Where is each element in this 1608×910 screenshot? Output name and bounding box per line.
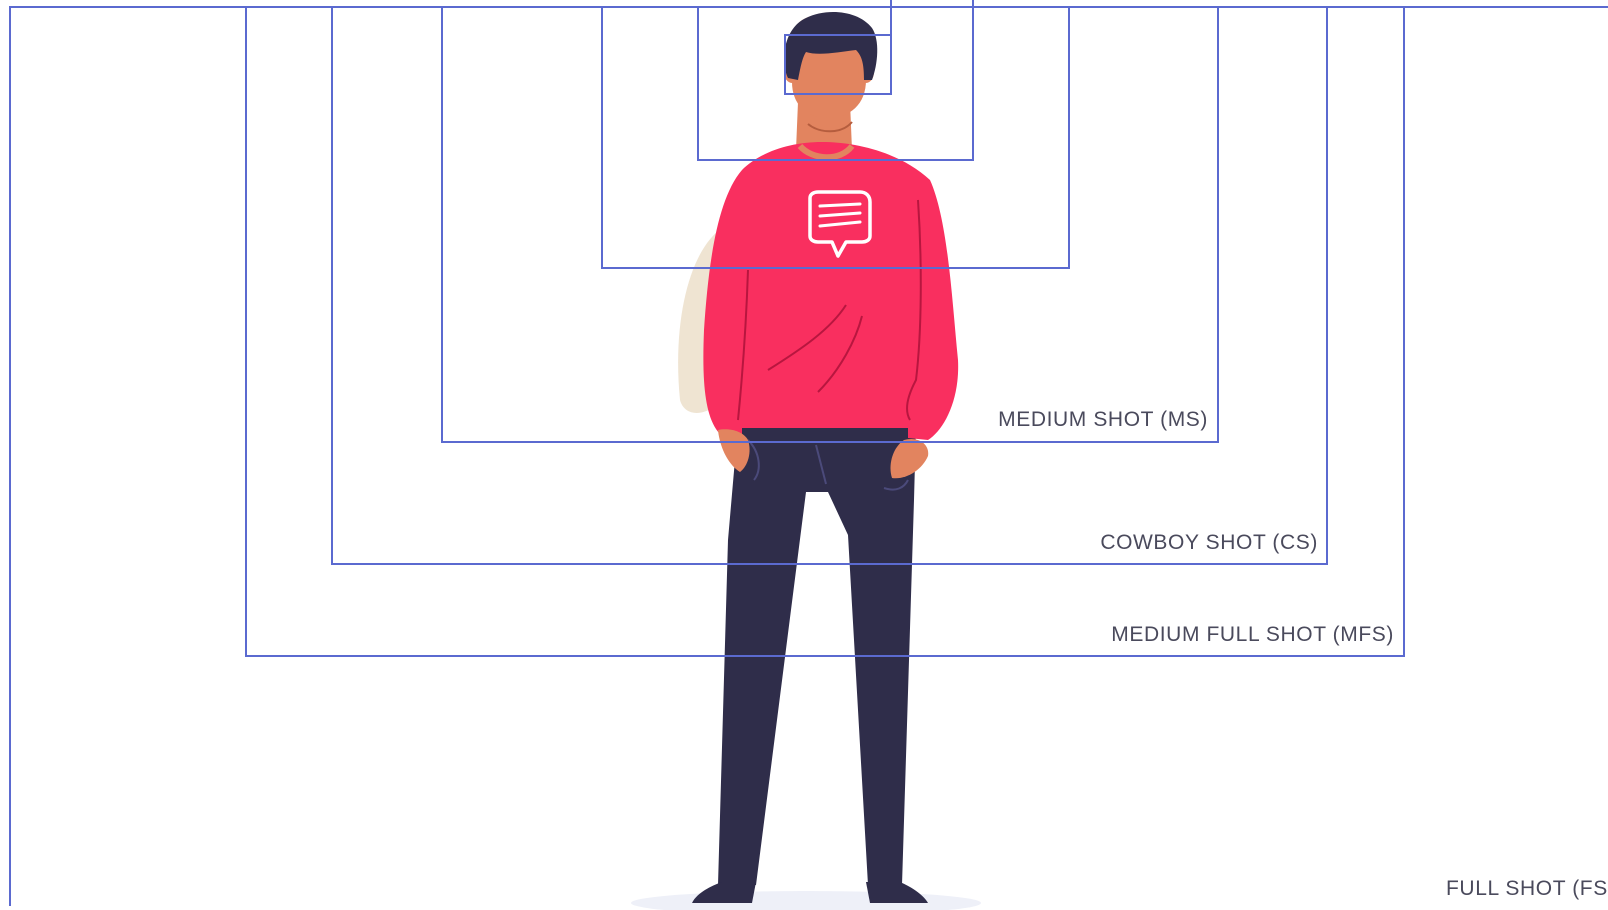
- label-medium-full-shot: MEDIUM FULL SHOT (MFS): [1111, 623, 1394, 646]
- person-illustration: [678, 12, 958, 903]
- pants: [692, 425, 928, 903]
- shot-labels: MEDIUM SHOT (MS) COWBOY SHOT (CS) MEDIUM…: [998, 408, 1608, 900]
- ground-shadow: [631, 891, 981, 910]
- label-cowboy-shot: COWBOY SHOT (CS): [1100, 531, 1318, 554]
- label-medium-shot: MEDIUM SHOT (MS): [998, 408, 1208, 431]
- sweater: [703, 142, 958, 440]
- label-full-shot: FULL SHOT (FS): [1446, 877, 1608, 900]
